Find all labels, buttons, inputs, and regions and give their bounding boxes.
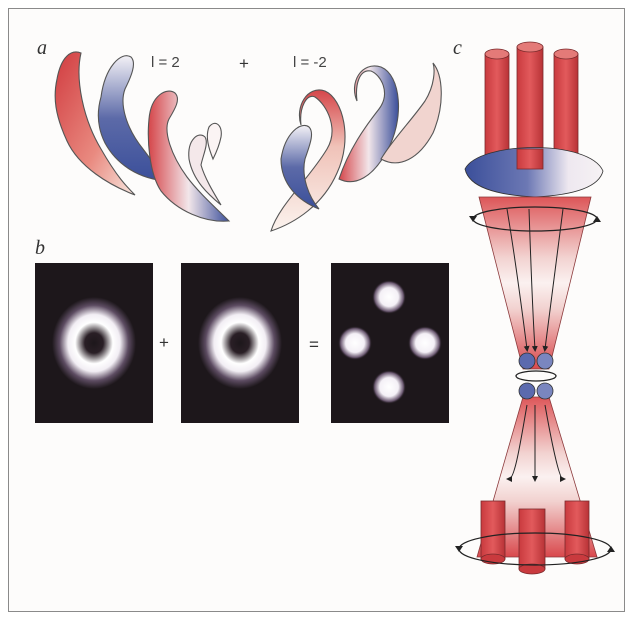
figure-frame: a b c xyxy=(8,8,625,612)
panel-c-beam xyxy=(9,9,626,613)
